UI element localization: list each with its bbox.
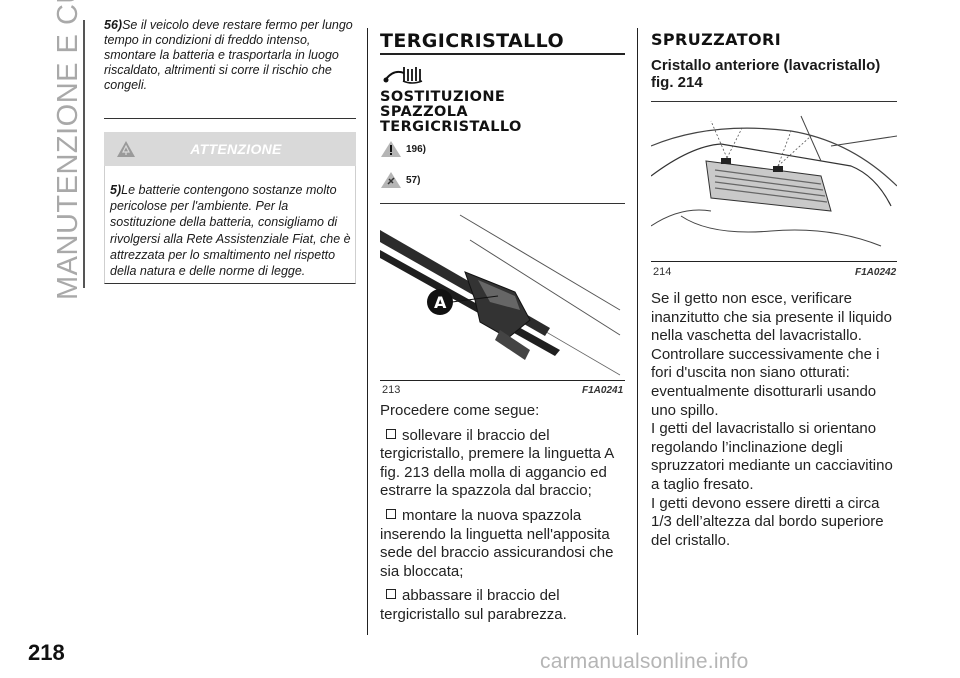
warning-box-frame	[104, 166, 356, 284]
warning-text: Le batterie contengono sostanze molto pe…	[110, 183, 351, 279]
note-text: Se il veicolo deve restare fermo per lun…	[104, 18, 353, 92]
warning-header: ATTENZIONE	[104, 132, 356, 166]
warning-number: 5)	[110, 183, 122, 197]
column-divider-2	[637, 28, 638, 635]
figure-213-code: F1A0241	[582, 385, 624, 396]
side-accent-bar	[83, 20, 85, 288]
right-heading: SPRUZZATORI	[651, 30, 782, 49]
subheading-line-1: SOSTITUZIONE	[380, 89, 506, 105]
note-divider	[104, 118, 356, 119]
section-title-text: MANUTENZIONE E CURA	[52, 0, 84, 300]
right-subheading: Cristallo anteriore (lavacristallo) fig.…	[651, 57, 881, 91]
procedure-text: Procedere come segue: sollevare il bracc…	[380, 402, 630, 631]
note-number: 56)	[104, 18, 123, 32]
procedure-step: abbassare il braccio del tergicristallo …	[380, 587, 630, 624]
figure-214-code: F1A0242	[855, 267, 897, 278]
washer-nozzle-illustration	[650, 115, 898, 247]
caution-warning-icon	[381, 172, 401, 188]
figure-214	[650, 106, 898, 262]
subheading: SOSTITUZIONE SPAZZOLA TERGICRISTALLO	[380, 90, 522, 135]
subheading-line-2: SPAZZOLA	[380, 104, 468, 120]
figure-213-number: 213	[382, 384, 401, 396]
step-1-text: sollevare il braccio del tergicristallo,…	[380, 426, 614, 500]
nozzle-paragraph-3: I getti devono essere diretti a circa 1/…	[651, 494, 884, 549]
danger-warning-icon	[381, 141, 401, 157]
figure-top-rule	[380, 203, 625, 204]
checkbox-bullet-icon	[386, 508, 396, 519]
procedure-step: montare la nuova spazzola inserendo la l…	[380, 507, 630, 581]
right-figure-top-rule	[651, 101, 897, 102]
warning-body: 5)Le batterie contengono sostanze molto …	[110, 182, 354, 279]
note-56: 56)Se il veicolo deve restare fermo per …	[104, 18, 356, 93]
figure-214-number: 214	[653, 266, 672, 278]
page-number: 218	[28, 640, 65, 665]
section-heading-rule	[380, 53, 625, 55]
section-heading: TERGICRISTALLO	[380, 30, 565, 52]
wiper-blade-illustration: A	[379, 214, 621, 376]
wiper-icon	[383, 67, 423, 84]
ref-57-label: 57)	[406, 174, 421, 186]
step-2-text: montare la nuova spazzola inserendo la l…	[380, 506, 614, 580]
watermark: carmanualsonline.info	[540, 650, 749, 673]
nozzle-paragraph-2: I getti del lavacristallo si orientano r…	[651, 420, 893, 493]
nozzle-paragraph-1: Se il getto non esce, verificare inanzit…	[651, 290, 892, 419]
column-divider-1	[367, 28, 368, 635]
ref-196: 196)	[380, 140, 426, 158]
environment-warning-icon	[117, 141, 135, 157]
nozzle-text: Se il getto non esce, verificare inanzit…	[651, 290, 901, 550]
warning-title: ATTENZIONE	[190, 141, 282, 157]
procedure-step: sollevare il braccio del tergicristallo,…	[380, 427, 630, 501]
callout-a: A	[434, 293, 447, 312]
checkbox-bullet-icon	[386, 428, 396, 439]
subheading-line-3: TERGICRISTALLO	[380, 119, 522, 135]
procedure-intro: Procedere come segue:	[380, 402, 540, 419]
figure-213: A	[379, 210, 625, 381]
step-3-text: abbassare il braccio del tergicristallo …	[380, 587, 567, 623]
checkbox-bullet-icon	[386, 589, 396, 600]
ref-57: 57)	[380, 171, 420, 189]
ref-196-label: 196)	[406, 143, 427, 155]
